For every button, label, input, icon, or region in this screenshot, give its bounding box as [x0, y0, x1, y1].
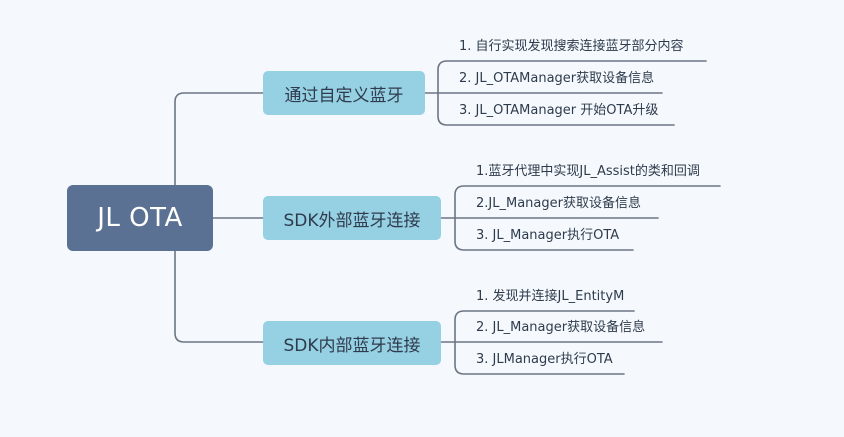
leaf-node[interactable]: 2.JL_Manager获取设备信息: [476, 196, 641, 211]
connector-branch-1-leaf-3: [437, 92, 675, 126]
branch-node-label: SDK内部蓝牙连接: [283, 335, 421, 356]
leaf-node[interactable]: 3. JLManager执行OTA: [476, 352, 613, 367]
leaf-node[interactable]: 2. JL_OTAManager获取设备信息: [459, 71, 655, 86]
branch-node-label: 通过自定义蓝牙: [284, 85, 404, 106]
connector-branch-2-leaf-3: [454, 217, 634, 251]
leaf-node[interactable]: 3. JL_OTAManager 开始OTA升级: [459, 103, 659, 118]
connector-branch-2-leaf-1: [440, 185, 721, 219]
leaf-node[interactable]: 1. 自行实现发现搜索连接蓝牙部分内容: [459, 39, 684, 54]
root-node-label: JL OTA: [97, 203, 183, 233]
connector-root-branch-3: [174, 250, 264, 343]
leaf-node[interactable]: 2. JL_Manager获取设备信息: [476, 320, 646, 335]
branch-node-label: SDK外部蓝牙连接: [283, 210, 421, 231]
connector-branch-3-leaf-1: [440, 310, 635, 343]
leaf-node[interactable]: 1. 发现并连接JL_EntityM: [476, 289, 625, 304]
connector-branch-3-leaf-3: [454, 341, 625, 375]
connector-root-branch-1: [174, 92, 264, 186]
root-node[interactable]: JL OTA: [67, 185, 213, 251]
leaf-node[interactable]: 1.蓝牙代理中实现JL_Assist的类和回调: [476, 164, 700, 179]
connector-branch-1-leaf-1: [424, 60, 707, 94]
branch-node-sdk-internal[interactable]: SDK内部蓝牙连接: [263, 321, 441, 365]
leaf-node[interactable]: 3. JL_Manager执行OTA: [476, 228, 620, 243]
branch-node-custom-bluetooth[interactable]: 通过自定义蓝牙: [263, 71, 425, 115]
branch-node-sdk-external[interactable]: SDK外部蓝牙连接: [263, 196, 441, 240]
